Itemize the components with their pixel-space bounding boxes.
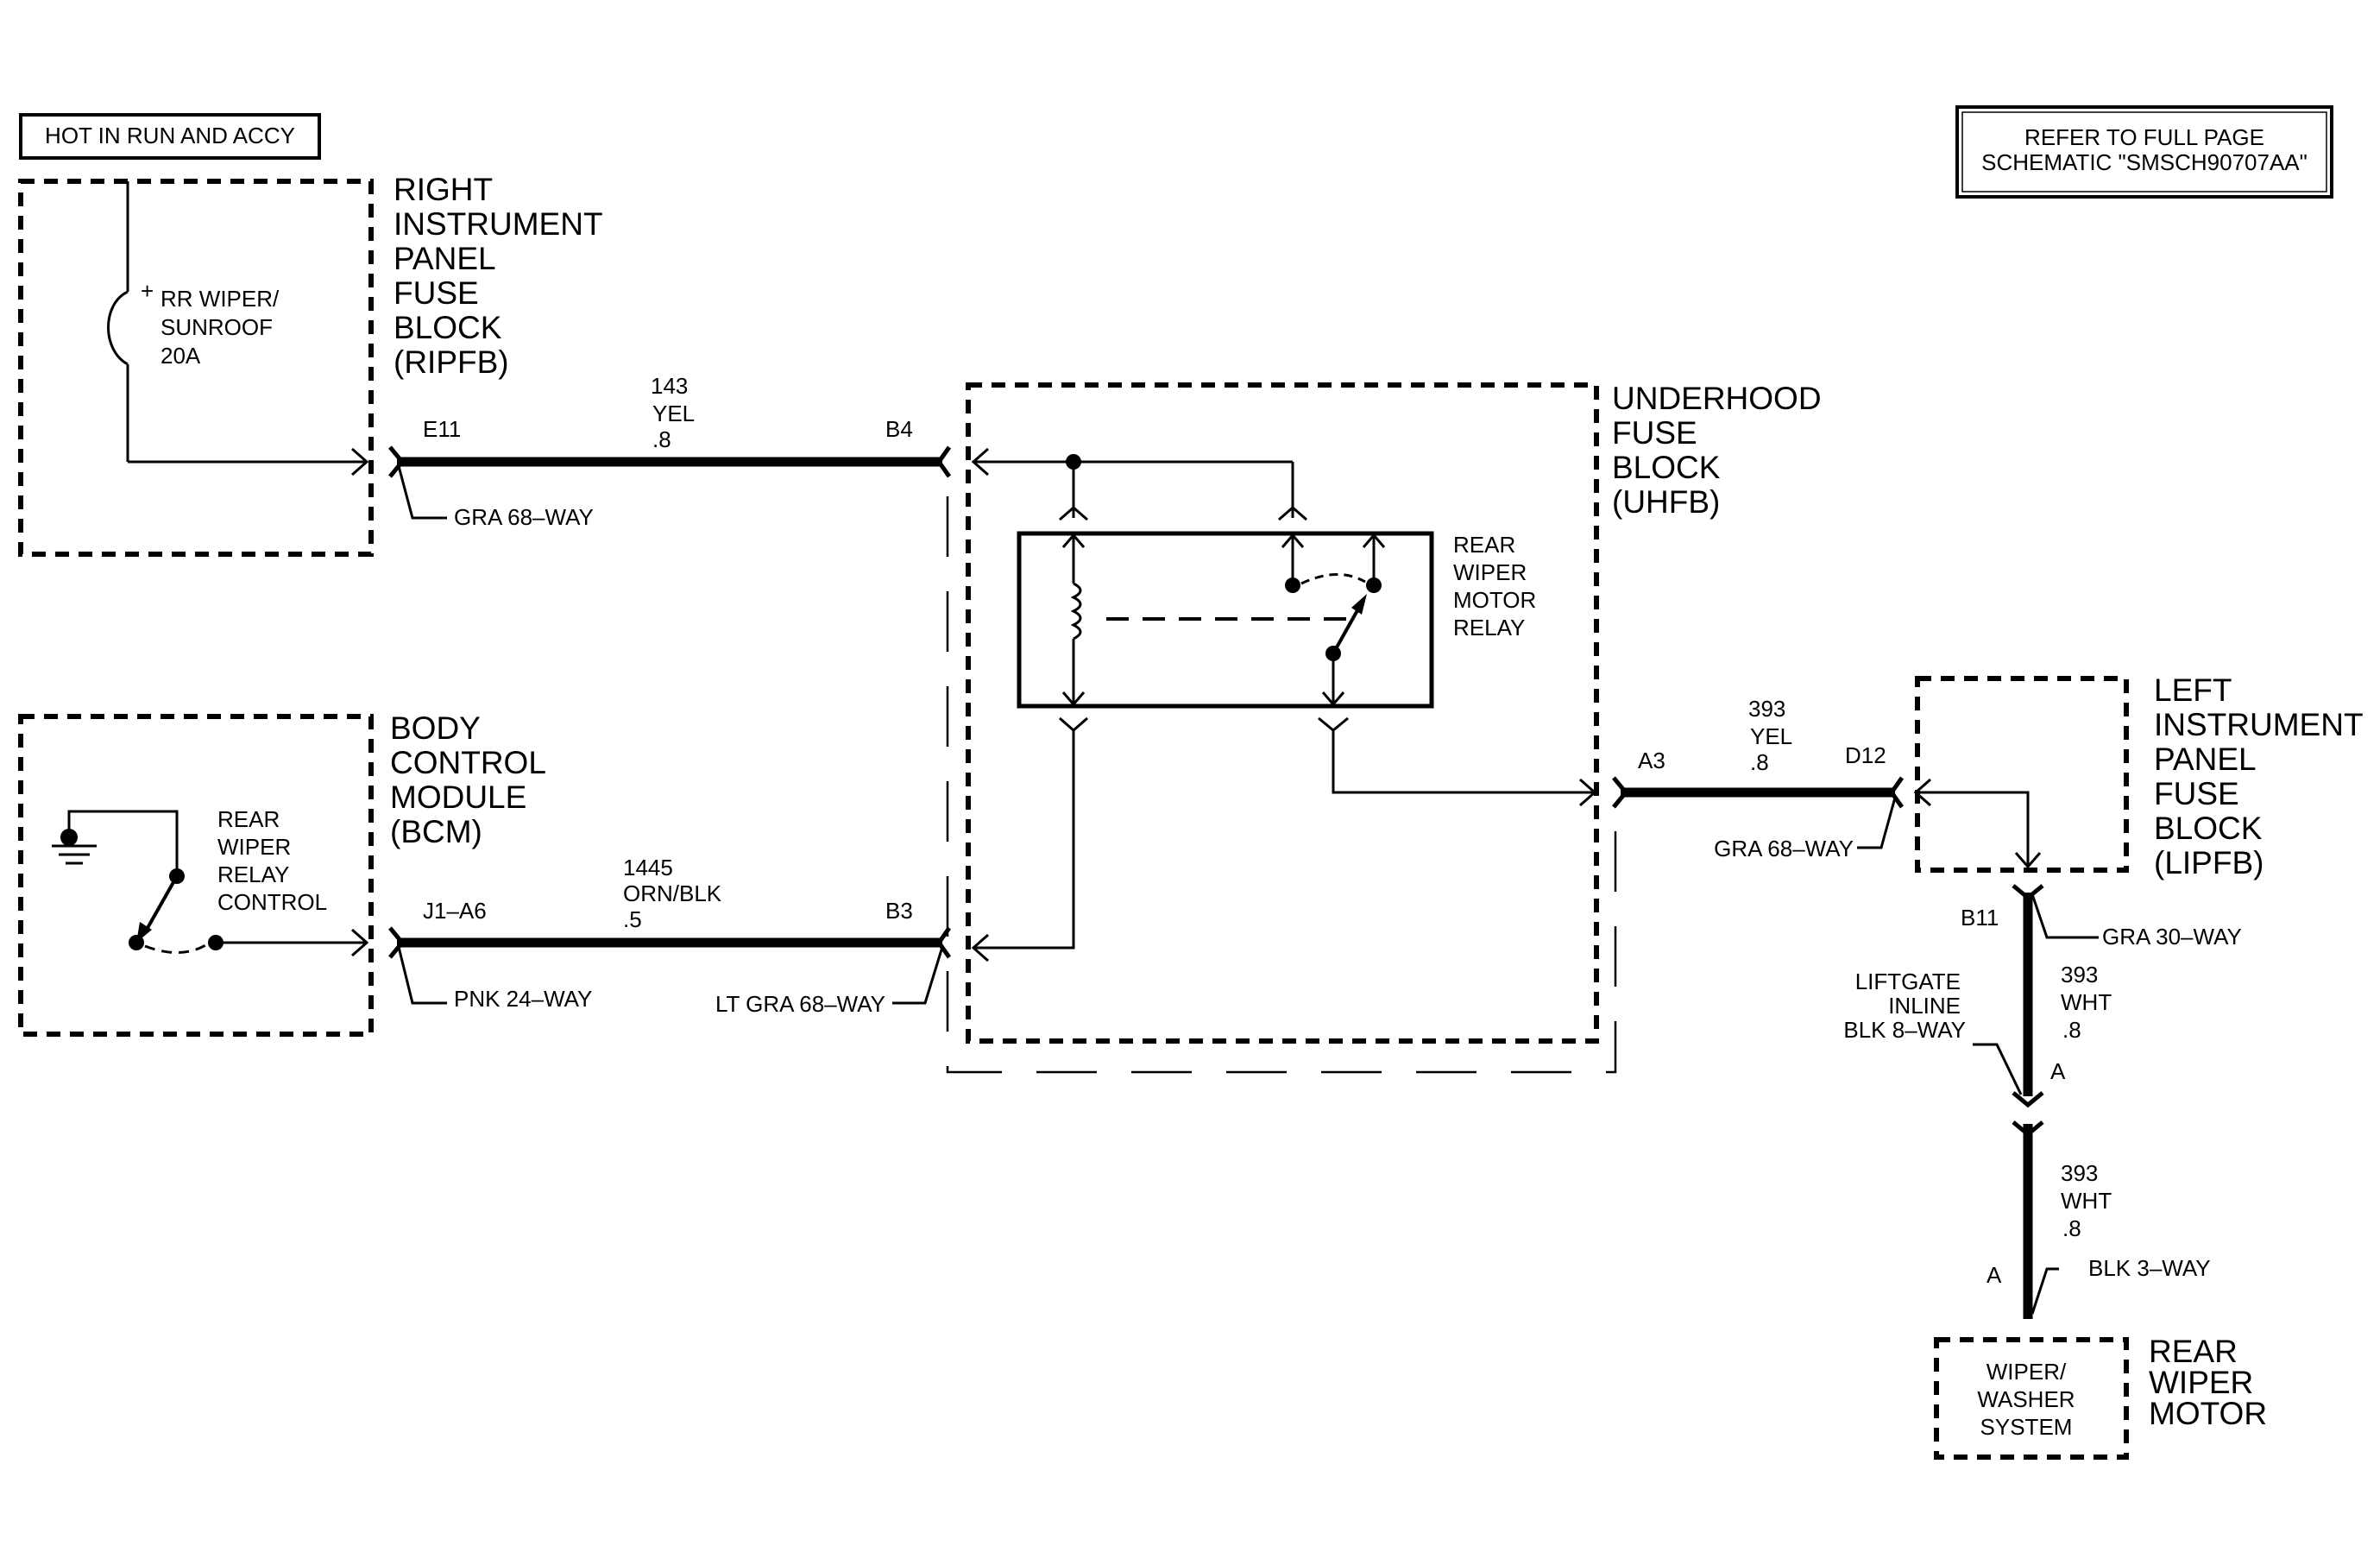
fuse-label-1: RR WIPER/ [161, 286, 280, 312]
relay-control-label-2: WIPER [217, 834, 291, 860]
fuse-icon [107, 181, 369, 476]
bcm-connector: PNK 24–WAY [454, 986, 592, 1012]
motor-label-3: MOTOR [2149, 1396, 2267, 1431]
lipfb-label-2: INSTRUMENT [2154, 707, 2364, 742]
pin-inline-a: A [2050, 1058, 2066, 1084]
lipfb-label-4: FUSE [2154, 776, 2239, 811]
circuit-1445: J1–A6 B3 1445 ORN/BLK .5 PNK 24–WAY LT G… [388, 855, 952, 1017]
circuit-393-wht-lower-number: 393 [2061, 1160, 2098, 1186]
motor-label-2: WIPER [2149, 1365, 2253, 1400]
circuit-1445-color: ORN/BLK [623, 880, 722, 906]
ripfb-label-4: FUSE [394, 275, 479, 311]
power-label: HOT IN RUN AND ACCY [45, 123, 295, 148]
fuse-label-2: SUNROOF [161, 314, 273, 340]
ripfb-label-2: INSTRUMENT [394, 206, 603, 242]
pin-motor-a: A [1986, 1262, 2002, 1288]
circuit-393-wht-upper-number: 393 [2061, 962, 2098, 988]
circuit-393-wht-lower-color: WHT [2061, 1188, 2112, 1214]
pin-j1-a6: J1–A6 [423, 898, 487, 924]
lipfb-label-6: (LIPFB) [2154, 845, 2264, 880]
uhfb-label-3: BLOCK [1612, 450, 1721, 485]
circuit-393-wht-lower-gauge: .8 [2062, 1215, 2081, 1241]
circuit-393-wht-upper: B11 GRA 30–WAY 393 WHT .8 LIFTGATE INLIN… [1843, 884, 2242, 1108]
bcm-module: BODY CONTROL MODULE (BCM) REAR WIPER REL… [18, 710, 546, 1037]
ground-icon [52, 829, 97, 865]
uhfb-b3-connector: LT GRA 68–WAY [715, 991, 885, 1017]
pin-b3: B3 [885, 898, 913, 924]
rear-wiper-motor: WIPER/ WASHER SYSTEM REAR WIPER MOTOR [1934, 1334, 2267, 1460]
rear-wiper-motor-relay [1017, 531, 1434, 709]
uhfb-label-1: UNDERHOOD [1612, 381, 1822, 416]
system-label-3: SYSTEM [1980, 1414, 2073, 1440]
relay-feed-wires [971, 447, 1597, 962]
circuit-393-wht-upper-color: WHT [2061, 989, 2112, 1015]
motor-connector: BLK 3–WAY [2088, 1255, 2211, 1281]
lipfb-label-1: LEFT [2154, 672, 2232, 708]
ripfb-label-6: (RIPFB) [394, 344, 509, 380]
uhfb-label-2: FUSE [1612, 415, 1697, 451]
ripfb-connector: GRA 68–WAY [454, 504, 594, 530]
circuit-393-wht-upper-gauge: .8 [2062, 1017, 2081, 1043]
pin-d12: D12 [1845, 742, 1886, 768]
fuse-plus: + [141, 278, 154, 304]
relay-label-1: REAR [1453, 532, 1515, 558]
relay-control-label-3: RELAY [217, 861, 289, 887]
relay-control-label-1: REAR [217, 806, 280, 832]
circuit-143-number: 143 [651, 373, 688, 399]
bcm-label-2: CONTROL [390, 745, 546, 780]
ripfb-label-3: PANEL [394, 241, 496, 276]
liftgate-inline-label-1: LIFTGATE [1855, 969, 1961, 994]
relay-control-switch-icon [67, 810, 369, 957]
ripfb-module: RIGHT INSTRUMENT PANEL FUSE BLOCK (RIPFB… [18, 172, 603, 557]
relay-label-3: MOTOR [1453, 587, 1536, 613]
uhfb-label-4: (UHFB) [1612, 484, 1720, 520]
ripfb-label-1: RIGHT [394, 172, 493, 207]
power-label-box: HOT IN RUN AND ACCY [19, 113, 321, 160]
uhfb-a3-connector: GRA 68–WAY [1714, 836, 1854, 861]
circuit-393-yel-gauge: .8 [1750, 749, 1769, 775]
lipfb-connector: GRA 30–WAY [2102, 924, 2242, 950]
uhfb-module: UNDERHOOD FUSE BLOCK (UHFB) [966, 381, 1822, 1044]
circuit-1445-gauge: .5 [623, 906, 642, 932]
pin-e11: E11 [423, 416, 461, 442]
refer-line-1: REFER TO FULL PAGE [2024, 124, 2264, 150]
pin-b11: B11 [1961, 905, 1999, 931]
liftgate-inline-label-2: INLINE [1888, 993, 1961, 1019]
bcm-label-3: MODULE [390, 779, 526, 815]
uhfb-harness-outline [946, 496, 1617, 1074]
motor-label-1: REAR [2149, 1334, 2238, 1369]
circuit-393-wht-lower: 393 WHT .8 A BLK 3–WAY [1986, 1120, 2211, 1319]
circuit-143-color: YEL [652, 401, 695, 426]
relay-label-2: WIPER [1453, 559, 1527, 585]
relay-label-4: RELAY [1453, 615, 1525, 641]
lipfb-module: LEFT INSTRUMENT PANEL FUSE BLOCK (LIPFB) [1913, 672, 2364, 880]
relay-control-label-4: CONTROL [217, 889, 327, 915]
pin-b4: B4 [885, 416, 913, 442]
circuit-393-yel-color: YEL [1750, 723, 1792, 749]
ripfb-label-5: BLOCK [394, 310, 502, 345]
fuse-label-3: 20A [161, 343, 201, 369]
circuit-393-yel: A3 D12 393 YEL .8 GRA 68–WAY [1612, 696, 1905, 861]
system-label-1: WIPER/ [1986, 1359, 2067, 1385]
lipfb-internal-wire [1913, 778, 2042, 869]
lipfb-label-3: PANEL [2154, 741, 2257, 777]
circuit-1445-number: 1445 [623, 855, 673, 880]
bcm-label-4: (BCM) [390, 814, 482, 849]
pin-a3: A3 [1638, 748, 1665, 773]
lipfb-label-5: BLOCK [2154, 811, 2263, 846]
liftgate-inline-label-3: BLK 8–WAY [1843, 1017, 1966, 1043]
bcm-label-1: BODY [390, 710, 481, 746]
circuit-143-gauge: .8 [652, 426, 671, 452]
circuit-393-yel-number: 393 [1748, 696, 1785, 722]
system-label-2: WASHER [1977, 1386, 2075, 1412]
circuit-143: E11 B4 143 YEL .8 GRA 68–WAY [388, 373, 952, 530]
refer-schematic-box: REFER TO FULL PAGE SCHEMATIC "SMSCH90707… [1955, 105, 2333, 199]
refer-line-2: SCHEMATIC "SMSCH90707AA" [1981, 149, 2308, 175]
